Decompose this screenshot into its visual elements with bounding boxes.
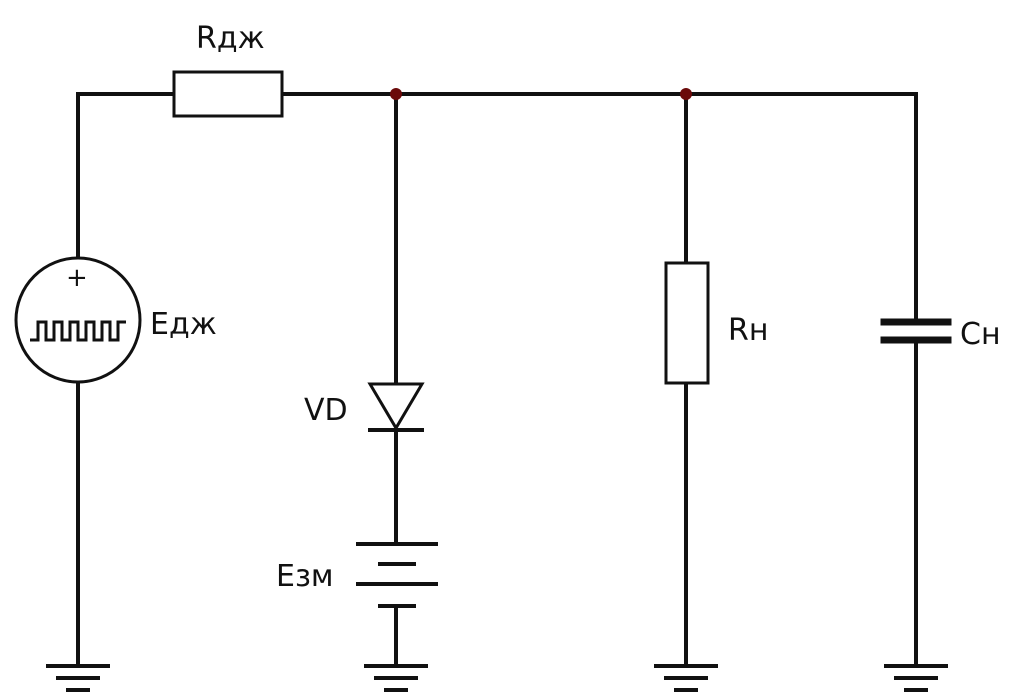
pulse-source-label: Eдж xyxy=(150,307,217,342)
source-resistor: Rдж xyxy=(172,21,284,118)
load-resistor-body xyxy=(664,261,710,385)
diode-triangle xyxy=(367,382,425,431)
junction-node-load xyxy=(680,88,692,100)
pulse-source-circle xyxy=(14,256,142,384)
wires xyxy=(76,92,918,668)
junction-node-diode xyxy=(390,88,402,100)
pulse-source-polarity: + xyxy=(66,263,88,293)
diode-label: VD xyxy=(304,393,348,428)
ground-symbol-capacitor xyxy=(884,664,948,692)
pulse-waveform-icon xyxy=(30,320,126,342)
source-resistor-body xyxy=(172,70,284,118)
load-resistor-label: Rн xyxy=(728,313,768,348)
bias-battery: Eзм xyxy=(276,542,438,608)
ground-symbol-load-resistor xyxy=(654,664,718,692)
load-capacitor: Cн xyxy=(880,317,1001,352)
ground-symbol-source xyxy=(46,664,110,692)
source-resistor-label: Rдж xyxy=(196,21,265,56)
ground-symbol-diode xyxy=(364,664,428,692)
load-resistor: Rн xyxy=(664,261,768,385)
diode: VD xyxy=(304,382,425,432)
pulse-source: + Eдж xyxy=(14,256,217,384)
wire-left-top xyxy=(76,92,176,258)
bias-battery-label: Eзм xyxy=(276,559,334,594)
load-capacitor-label: Cн xyxy=(960,317,1001,352)
